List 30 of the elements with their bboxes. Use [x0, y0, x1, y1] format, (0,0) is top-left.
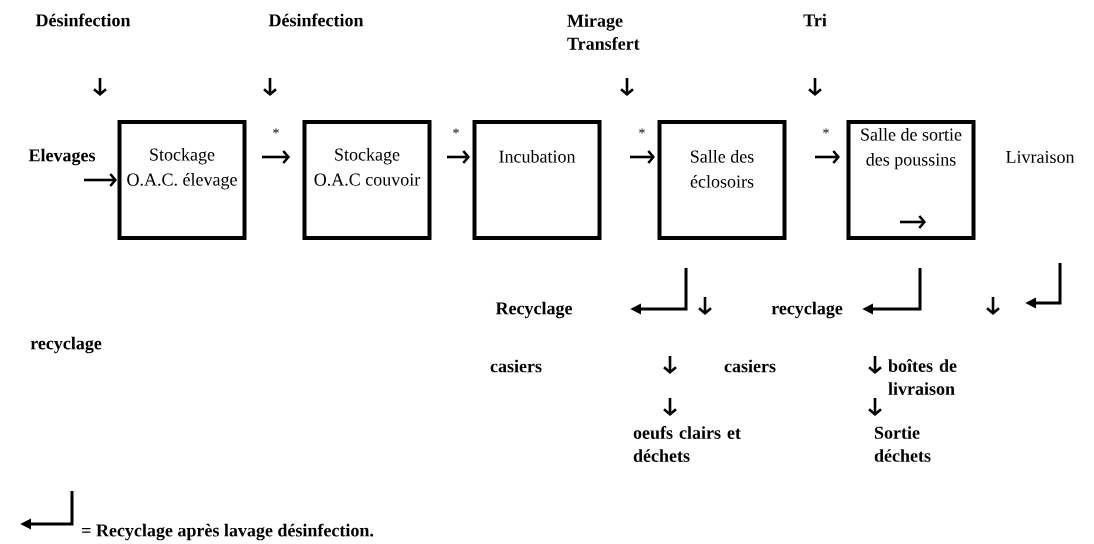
arrow — [447, 150, 470, 164]
edge-label: * — [821, 127, 831, 139]
step-label: Mirage Transfert — [567, 14, 640, 50]
process-box: Stockage O.A.C. élevage — [117, 120, 247, 240]
note-label: recyclage — [30, 336, 102, 354]
step-label: Recyclage — [495, 301, 573, 319]
edge-label: * — [451, 127, 461, 139]
arrow — [262, 150, 290, 164]
step-label: Sortie déchets — [874, 426, 931, 462]
legend-text: = Recyclage après lavage désinfection. — [82, 523, 374, 541]
edge-label: * — [271, 127, 281, 139]
process-box: Stockage O.A.C couvoir — [302, 120, 432, 240]
step-label: Livraison — [1006, 150, 1075, 164]
edge-label: * — [637, 127, 647, 139]
step-label: Désinfection — [35, 13, 131, 27]
step-label: recyclage — [771, 301, 843, 319]
note-label: casiers — [490, 359, 542, 373]
step-label: oeufs clairs et déchets — [633, 426, 741, 462]
arrow — [84, 173, 117, 187]
step-label: Elevages — [28, 148, 96, 166]
process-box: Incubation — [472, 120, 602, 240]
process-box: Salle des éclosoirs — [657, 120, 787, 240]
step-label: boîtes de livraison — [888, 359, 957, 395]
arrow — [815, 150, 840, 164]
arrow — [630, 150, 655, 164]
step-label: Désinfection — [268, 13, 364, 27]
process-box: Salle de sortie des poussins — [846, 120, 976, 240]
step-label: casiers — [724, 359, 776, 373]
arrow — [868, 398, 882, 416]
step-label: Tri — [803, 13, 827, 27]
